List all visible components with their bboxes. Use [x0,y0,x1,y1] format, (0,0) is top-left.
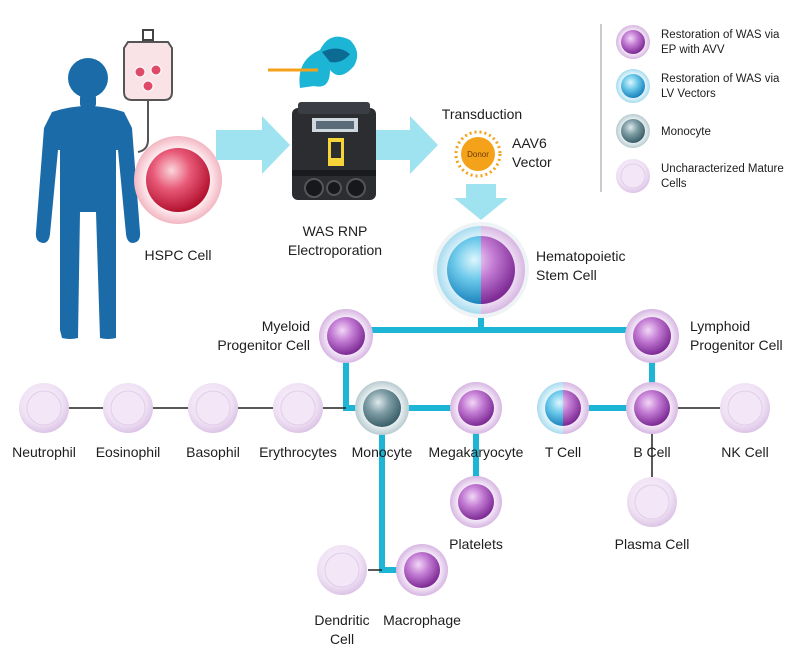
purple-cell-icon [616,25,650,59]
erythrocyte-cell-icon [273,383,323,433]
legend: Restoration of WAS via EP with AVV Resto… [600,24,784,193]
donor-label: Donor [467,150,489,159]
electroporation-label-line2: Electroporation [288,242,382,258]
myeloid-label-line1: Myeloid [262,318,310,334]
t-cell-icon [537,382,589,434]
eosinophil-label: Eosinophil [96,444,161,460]
arrow-to-electroporation-icon [216,116,290,174]
human-figure-icon [35,58,141,339]
stem-cell-label-line1: Hematopoietic [536,248,626,264]
lymphoid-label-line1: Lymphoid [690,318,750,334]
monocyte-label: Monocyte [352,444,413,460]
t-cell-label: T Cell [545,444,581,460]
lymphoid-label-line2: Progenitor Cell [690,337,783,353]
blue-cell-icon [616,69,650,103]
b-cell-label: B Cell [633,444,670,460]
gray-cell-icon [616,114,650,148]
aav6-vector-icon [454,130,502,178]
dendritic-label-line1: Dendritic [314,612,369,628]
uncharacterized-connectors [68,407,720,571]
macrophage-cell-icon [396,544,448,596]
hspc-label: HSPC Cell [145,247,212,263]
platelets-label: Platelets [449,536,503,552]
neutrophil-label: Neutrophil [12,444,76,460]
transduction-label: Transduction [442,106,522,122]
neutrophil-cell-icon [19,383,69,433]
basophil-label: Basophil [186,444,240,460]
erythrocytes-label: Erythrocytes [259,444,337,460]
legend-item-gray: Monocyte [616,114,711,148]
electroporation-label-line1: WAS RNP [303,223,368,239]
legend-item-purple: Restoration of WAS via EP with AVV [616,25,780,59]
legend-item-blue-line2: LV Vectors [661,88,716,100]
platelets-cell-icon [450,476,502,528]
lineage-connectors [343,310,655,573]
legend-item-blue: Restoration of WAS via LV Vectors [616,69,780,103]
dendritic-label-line2: Cell [330,631,354,647]
plasma-cell-label: Plasma Cell [615,536,690,552]
myeloid-label-line2: Progenitor Cell [217,337,310,353]
megakaryocyte-cell-icon [450,382,502,434]
nk-cell-icon [720,383,770,433]
eosinophil-cell-icon [103,383,153,433]
legend-item-pale: Uncharacterized Mature Cells [616,159,784,193]
hematopoietic-stem-cell-icon [433,222,529,318]
vector-label-line2: Vector [512,154,552,170]
legend-item-gray-line1: Monocyte [661,126,711,138]
arrow-to-transduction-icon [376,116,438,174]
legend-item-pale-line1: Uncharacterized Mature [661,163,784,175]
legend-item-purple-line2: EP with AVV [661,44,725,56]
vector-label-line1: AAV6 [512,135,547,151]
arrow-to-stem-cell-icon [454,184,508,220]
stem-cell-label-line2: Stem Cell [536,267,597,283]
nk-cell-label: NK Cell [721,444,768,460]
hspc-cell-icon [134,136,222,224]
myeloid-progenitor-cell-icon [319,309,373,363]
legend-item-blue-line1: Restoration of WAS via [661,73,780,85]
plasma-cell-icon [627,477,677,527]
b-cell-icon [626,382,678,434]
megakaryocyte-label: Megakaryocyte [429,444,524,460]
macrophage-label: Macrophage [383,612,461,628]
legend-item-pale-line2: Cells [661,178,687,190]
monocyte-cell-icon [355,381,409,435]
electroporation-device-icon [268,36,376,200]
basophil-cell-icon [188,383,238,433]
legend-item-purple-line1: Restoration of WAS via [661,29,780,41]
dendritic-cell-icon [317,545,367,595]
iv-bag-icon [123,29,173,153]
lymphoid-progenitor-cell-icon [625,309,679,363]
pale-cell-icon [616,159,650,193]
